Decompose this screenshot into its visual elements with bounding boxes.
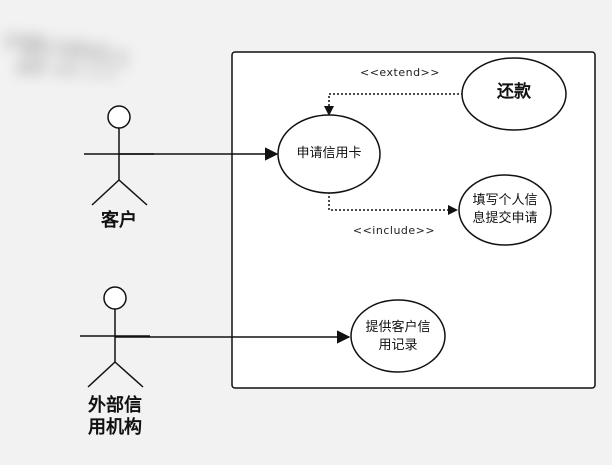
include-relation-line xyxy=(328,192,455,211)
use-case-fill-info[interactable] xyxy=(458,174,552,246)
redacted-blur xyxy=(4,32,130,80)
use-case-apply-card[interactable] xyxy=(277,114,381,194)
use-case-repay[interactable] xyxy=(461,57,567,131)
include-arrowhead xyxy=(448,205,458,215)
extend-arrowhead xyxy=(324,106,334,116)
use-case-provide-record[interactable] xyxy=(350,299,446,373)
extend-relation-line xyxy=(328,93,463,113)
actor-credit-agency-head xyxy=(103,286,127,310)
actor-customer-figure[interactable] xyxy=(84,105,154,206)
actor-customer-head xyxy=(107,105,131,129)
actor-credit-agency-figure[interactable] xyxy=(80,286,150,388)
